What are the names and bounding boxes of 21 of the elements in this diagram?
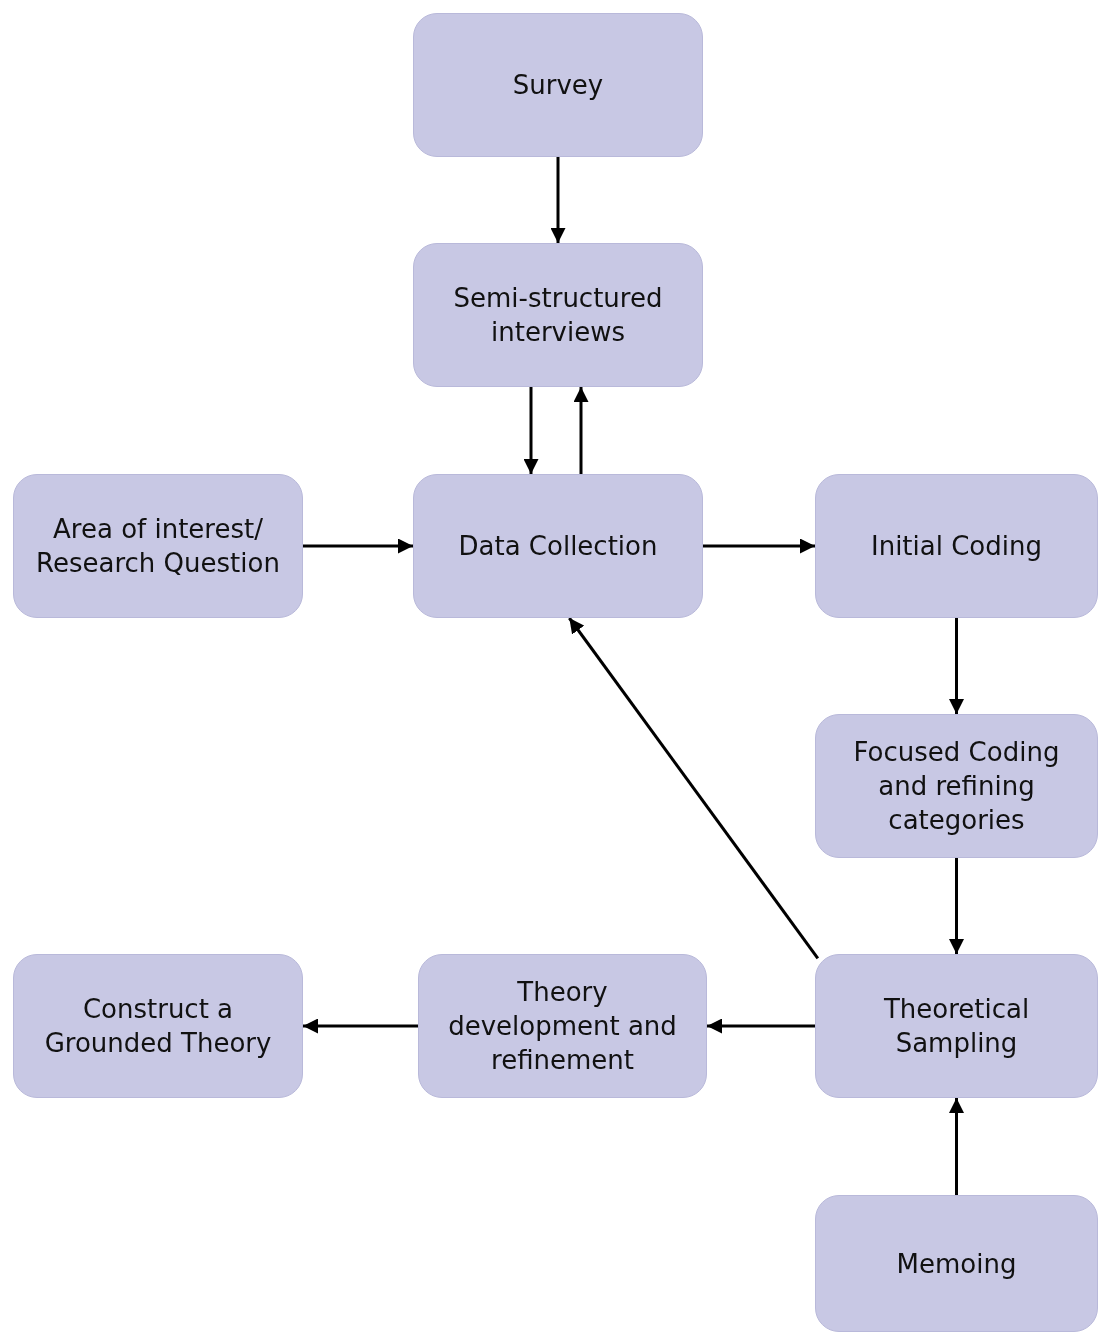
process-box: Semi-structured interviews	[413, 243, 703, 387]
process-box: Initial Coding	[815, 474, 1098, 618]
arrow	[707, 1018, 815, 1034]
arrow	[568, 617, 820, 960]
arrow	[550, 157, 566, 243]
arrow	[573, 387, 589, 474]
process-box: Focused Coding and refining categories	[815, 714, 1098, 858]
arrow	[303, 1018, 418, 1034]
process-box: Theory development and refinement	[418, 954, 707, 1098]
process-box: Area of interest/ Research Question	[13, 474, 303, 618]
arrow	[949, 858, 964, 954]
arrow	[303, 538, 413, 554]
process-box: Memoing	[815, 1195, 1098, 1332]
process-box: Theoretical Sampling	[815, 954, 1098, 1098]
arrow	[949, 1098, 964, 1195]
arrow	[523, 387, 539, 474]
process-box: Survey	[413, 13, 703, 157]
arrow	[949, 618, 964, 714]
arrow	[703, 538, 815, 554]
process-box: Construct a Grounded Theory	[13, 954, 303, 1098]
process-box: Data Collection	[413, 474, 703, 618]
